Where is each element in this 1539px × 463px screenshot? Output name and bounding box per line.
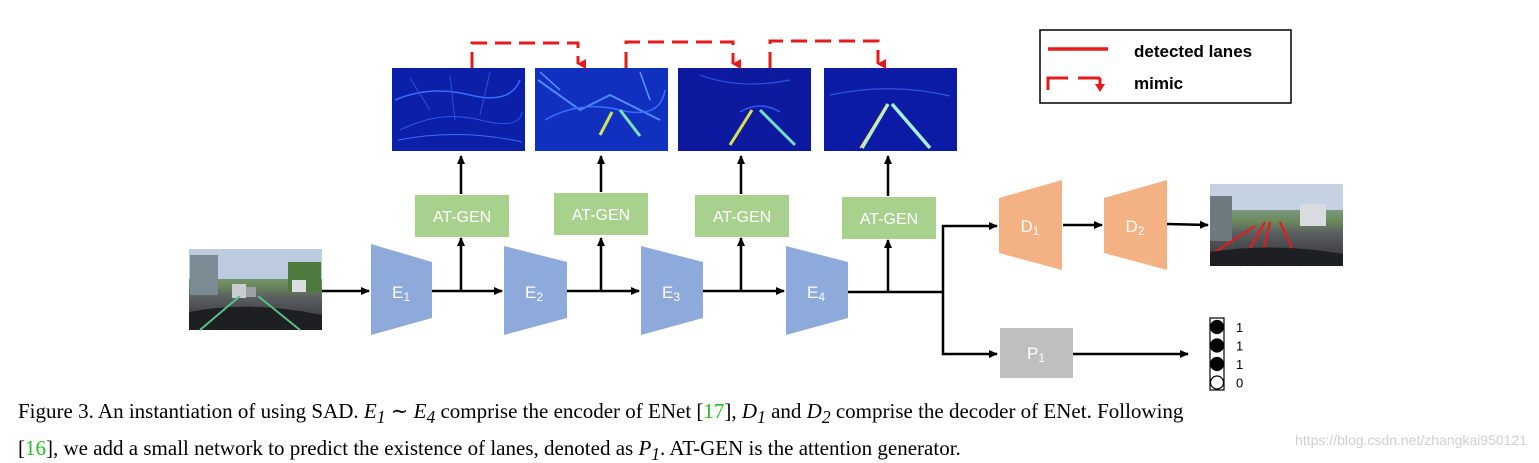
input-road-image	[189, 249, 322, 331]
encoder-e4: E4	[786, 246, 848, 335]
atgen-1: AT-GEN	[415, 195, 509, 237]
existence-dot-0	[1209, 319, 1225, 335]
svg-text:P1: P1	[1027, 344, 1045, 365]
svg-text:D1: D1	[1021, 217, 1040, 238]
predictor-p1: P1	[1000, 328, 1073, 378]
reference-17[interactable]: 17	[703, 399, 725, 423]
figure-caption: Figure 3. An instantiation of using SAD.…	[18, 396, 1518, 463]
svg-text:AT-GEN: AT-GEN	[433, 209, 491, 226]
caption-line-1: Figure 3. An instantiation of using SAD.…	[18, 399, 1184, 428]
decoder-d1: D1	[999, 180, 1062, 270]
output-lane-image	[1210, 184, 1343, 267]
atgen-3: AT-GEN	[695, 195, 789, 237]
atgen-2: AT-GEN	[554, 193, 648, 235]
svg-text:E2: E2	[525, 283, 543, 304]
svg-text:E4: E4	[807, 283, 825, 304]
legend-mimic-swatch	[1046, 76, 1068, 90]
svg-text:AT-GEN: AT-GEN	[713, 209, 771, 226]
reference-16[interactable]: 16	[25, 436, 46, 461]
attention-map-1	[392, 68, 525, 151]
decoder-d2: D2	[1104, 180, 1167, 270]
existence-dot-1	[1209, 338, 1225, 353]
watermark: https://blog.csdn.net/zhangkai950121	[1295, 432, 1527, 448]
existence-value-0: 1	[1236, 320, 1243, 335]
encoder-e3: E3	[641, 246, 703, 335]
legend-detected-label: detected lanes	[1134, 42, 1252, 61]
attention-map-3	[678, 68, 811, 151]
svg-text:D2: D2	[1126, 217, 1145, 238]
svg-text:AT-GEN: AT-GEN	[572, 207, 630, 224]
legend: detected lanes mimic	[1039, 29, 1292, 104]
existence-dot-2	[1209, 356, 1225, 372]
svg-text:AT-GEN: AT-GEN	[860, 211, 918, 228]
svg-text:E1: E1	[392, 283, 410, 304]
existence-value-2: 1	[1236, 357, 1243, 372]
caption-line-2: [16], we add a small network to predict …	[18, 436, 961, 463]
atgen-4: AT-GEN	[842, 197, 936, 239]
existence-dot-3	[1209, 375, 1225, 390]
encoder-e1: E1	[371, 244, 432, 335]
attention-map-4	[824, 68, 957, 151]
attention-map-2	[535, 68, 668, 151]
svg-text:E3: E3	[662, 283, 680, 304]
existence-value-1: 1	[1236, 339, 1243, 354]
encoder-e2: E2	[504, 246, 567, 335]
flow-arrows	[322, 155, 1209, 358]
existence-value-3: 0	[1236, 376, 1243, 391]
mimic-arrows	[470, 39, 886, 69]
existence-vector: 1 1 1 0	[1209, 317, 1243, 391]
legend-mimic-label: mimic	[1134, 74, 1183, 93]
